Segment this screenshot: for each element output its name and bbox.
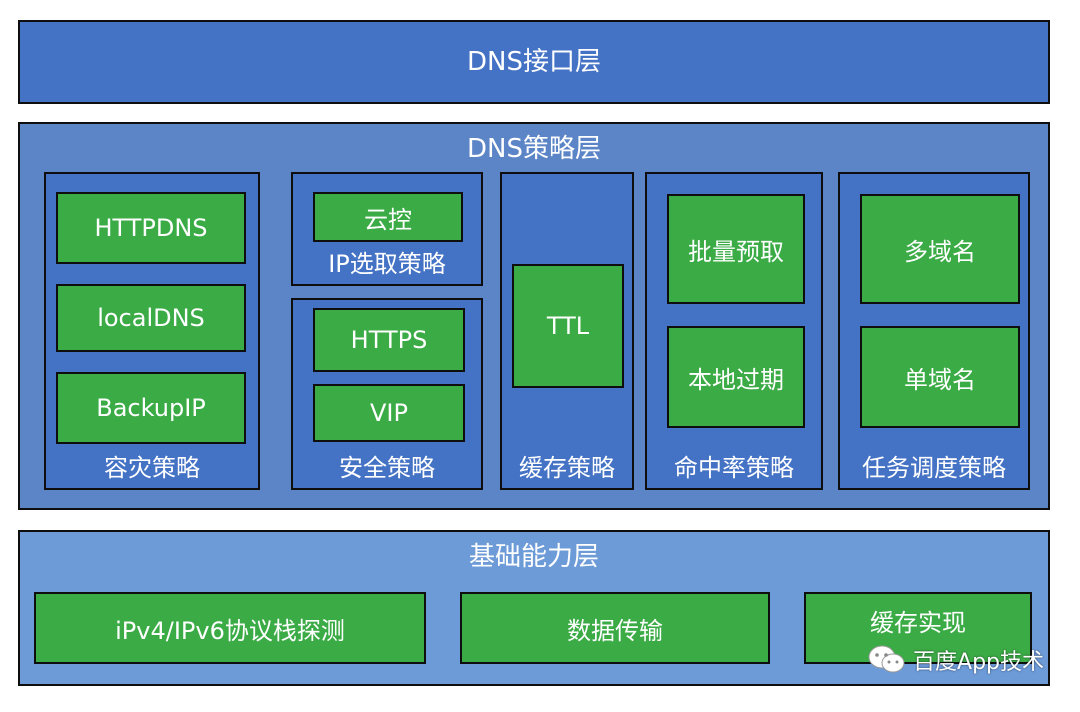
ip-stack-detection-box: iPv4/IPv6协议栈探测: [34, 592, 426, 664]
backupip-label: BackupIP: [96, 394, 206, 422]
security-group: HTTPS VIP 安全策略: [291, 298, 483, 490]
wechat-icon: [868, 645, 905, 673]
ttl-box: TTL: [512, 264, 624, 388]
vip-label: VIP: [370, 399, 408, 427]
single-domain-box: 单域名: [860, 326, 1020, 428]
dns-interface-layer: DNS接口层: [18, 20, 1050, 104]
disaster-recovery-group: HTTPDNS localDNS BackupIP 容灾策略: [44, 172, 260, 490]
dns-strategy-layer-title: DNS策略层: [467, 134, 601, 164]
cache-implementation-label: 缓存实现: [870, 608, 966, 637]
data-transfer-label: 数据传输: [567, 616, 663, 645]
multi-domain-box: 多域名: [860, 194, 1020, 304]
base-capability-layer-title: 基础能力层: [468, 542, 599, 572]
batch-prefetch-label: 批量预取: [688, 237, 784, 266]
dns-interface-layer-title: DNS接口层: [467, 47, 601, 77]
watermark-text: 百度App技术: [913, 650, 1044, 675]
ip-selection-group: 云控 IP选取策略: [291, 172, 483, 286]
httpdns-label: HTTPDNS: [94, 214, 208, 242]
single-domain-label: 单域名: [904, 365, 976, 394]
httpdns-box: HTTPDNS: [56, 192, 246, 264]
batch-prefetch-box: 批量预取: [667, 194, 805, 304]
cloud-control-label: 云控: [364, 205, 412, 234]
localdns-box: localDNS: [56, 284, 246, 352]
vip-box: VIP: [313, 384, 465, 442]
disaster-recovery-group-label: 容灾策略: [104, 454, 200, 482]
ip-stack-detection-label: iPv4/IPv6协议栈探测: [115, 616, 345, 645]
local-expiry-box: 本地过期: [667, 326, 805, 428]
ttl-label: TTL: [546, 312, 590, 340]
https-label: HTTPS: [350, 326, 428, 354]
task-scheduling-group-label: 任务调度策略: [862, 454, 1006, 482]
hit-rate-group-label: 命中率策略: [674, 454, 794, 482]
https-box: HTTPS: [313, 308, 465, 372]
cache-group-label: 缓存策略: [519, 454, 615, 482]
ip-selection-group-label: IP选取策略: [328, 250, 446, 278]
local-expiry-label: 本地过期: [688, 365, 784, 394]
hit-rate-group: 批量预取 本地过期 命中率策略: [645, 172, 823, 490]
cache-implementation-box: 缓存实现: [804, 592, 1032, 664]
multi-domain-label: 多域名: [904, 237, 976, 266]
cache-group: TTL 缓存策略: [500, 172, 634, 490]
localdns-label: localDNS: [97, 304, 205, 332]
security-group-label: 安全策略: [339, 454, 435, 482]
cloud-control-box: 云控: [313, 192, 463, 242]
backupip-box: BackupIP: [56, 372, 246, 444]
task-scheduling-group: 多域名 单域名 任务调度策略: [838, 172, 1030, 490]
data-transfer-box: 数据传输: [460, 592, 770, 664]
watermark: 百度App技术: [867, 644, 1044, 676]
